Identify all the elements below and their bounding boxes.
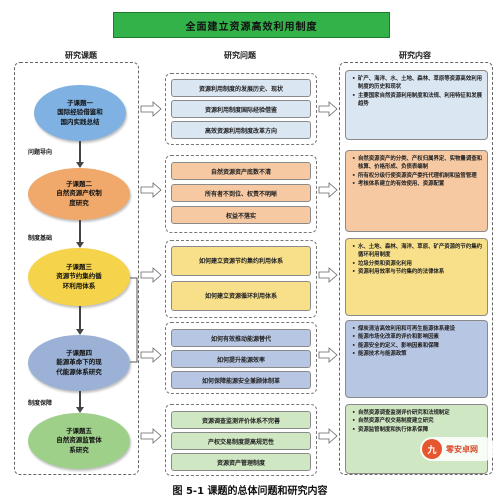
content-item: •自然资源资产的分类、产权归属界定、实物量调查和核算、价格形成、负债表编制 xyxy=(352,156,482,171)
content-item: •垃圾分类和资源化利用 xyxy=(352,260,412,267)
watermark-logo-icon: 九 xyxy=(422,439,442,459)
question-5-3: 资源资产管理制度 xyxy=(171,453,311,471)
content-box-3: •水、土地、森林、海洋、草原、矿产资源的节约集约循环利用制度 •垃圾分类和资源化… xyxy=(345,238,488,316)
watermark-badge: 九 零安卓网 xyxy=(420,437,496,461)
contents-column-frame xyxy=(339,62,493,475)
content-item: •水、土地、森林、海洋、草原、矿产资源的节约集约循环利用制度 xyxy=(352,244,482,259)
flow-arrow-2 xyxy=(76,220,84,248)
content-item: •自然资源调查监测评价研究和法规制定 xyxy=(352,410,450,416)
content-item: •考核体系建立的有效使用、资源配置 xyxy=(352,181,445,188)
question-1-2: 资源利用制度国际经验借鉴 xyxy=(171,100,311,118)
content-box-1: •矿产、海洋、水、土地、森林、草原等资源高效利用制度的历史和现状 •主要国家自然… xyxy=(345,70,488,140)
arrow-right-icon xyxy=(140,428,162,444)
flow-arrow-4 xyxy=(76,391,84,413)
flow-label-foundation: 制度基础 xyxy=(28,235,53,242)
content-item: •煤炭清洁高效利用和可再生能源体系建设 xyxy=(352,326,456,332)
question-group-4 xyxy=(165,322,317,394)
content-item: •能源市场化改革的评价和影响因素 xyxy=(352,334,439,341)
flow-label-problem: 问题导向 xyxy=(28,149,53,156)
question-4-1: 如何有效推动能源替代 xyxy=(171,329,311,347)
content-item: •自然资源产权交易制度建立研究 xyxy=(352,418,434,425)
content-item: •主要国家自然资源利用制度和法规、利用特征和发展趋势 xyxy=(352,92,482,108)
watermark-text: 零安卓网 xyxy=(446,444,478,454)
arrow-right-icon xyxy=(140,267,162,283)
arrow-right-icon xyxy=(140,182,162,198)
question-group-3 xyxy=(165,240,317,318)
arrow-right-icon xyxy=(140,101,162,117)
arrow-right-icon xyxy=(318,101,338,117)
arrow-right-icon xyxy=(318,347,338,363)
question-2-3: 权益不落实 xyxy=(171,206,311,224)
content-item: •资源监管制度和执行体系保障 xyxy=(352,426,429,433)
question-5-1: 资源调查监测评价体系不完善 xyxy=(171,411,311,429)
arrow-right-icon xyxy=(140,347,162,363)
column-header-contents: 研究内容 xyxy=(399,51,431,60)
question-5-2: 产权交易制度提高规范性 xyxy=(171,432,311,450)
topic-2: 子课题二自然资源产权制度研究 xyxy=(28,168,130,220)
question-group-1 xyxy=(165,73,317,145)
flow-arrow-3 xyxy=(76,306,84,335)
topic-4: 子课题四能源革命下的现代能源体系研究 xyxy=(28,335,130,391)
content-box-4: •煤炭清洁高效利用和可再生能源体系建设 •能源市场化改革的评价和影响因素 •能源… xyxy=(345,320,488,398)
topic-1: 子课题一国际经验借鉴和国内实践总结 xyxy=(34,85,126,141)
content-item: •能源安全的定义、影响因素和保障 xyxy=(352,342,439,349)
question-1-1: 资源利用制度的发展历史、现状 xyxy=(171,79,311,97)
flow-label-guarantee: 制度保障 xyxy=(28,400,53,407)
question-2-2: 所有者不到位、权责不明晰 xyxy=(171,184,311,202)
content-box-2: •自然资源资产的分类、产权归属界定、实物量调查和核算、价格形成、负债表编制 •所… xyxy=(345,150,488,232)
question-4-2: 如何提升能源效率 xyxy=(171,350,311,368)
flow-arrow-1 xyxy=(76,141,84,168)
question-group-5 xyxy=(165,404,317,476)
question-2-1: 自然资源资产底数不清 xyxy=(171,162,311,180)
arrow-right-icon xyxy=(318,182,338,198)
topics-column-frame xyxy=(14,62,139,475)
content-item: •能源技术与能源政策 xyxy=(352,351,407,358)
content-item: •矿产、海洋、水、土地、森林、草原等资源高效利用制度的历史和现状 xyxy=(352,76,482,91)
topic-5: 子课题五自然资源监管体系研究 xyxy=(28,413,130,469)
question-1-3: 高效资源利用制度改革方向 xyxy=(171,121,311,139)
question-4-3: 如何保障能源安全兼顾体制革 xyxy=(171,371,311,389)
column-header-topics: 研究课题 xyxy=(65,51,97,60)
arrow-right-icon xyxy=(318,428,338,444)
question-3-1: 如何建立资源节约集约利用体系 xyxy=(171,246,311,276)
column-header-questions: 研究问题 xyxy=(224,51,256,60)
topic-3: 子课题三资源节约集约循环利用体系 xyxy=(28,248,130,306)
arrow-right-icon xyxy=(318,267,338,283)
diagram-title: 全面建立资源高效利用制度 xyxy=(113,12,390,38)
content-item: •资源利用效率与节约集约的法律体系 xyxy=(352,269,445,276)
question-group-2 xyxy=(165,155,317,233)
question-3-2: 如何建立资源循环利用体系 xyxy=(171,281,311,311)
figure-caption: 图 5-1 课题的总体问题和研究内容 xyxy=(172,486,328,497)
content-item: •所有权分级行使资源资产委托代理机制和监管管理 xyxy=(352,172,477,179)
